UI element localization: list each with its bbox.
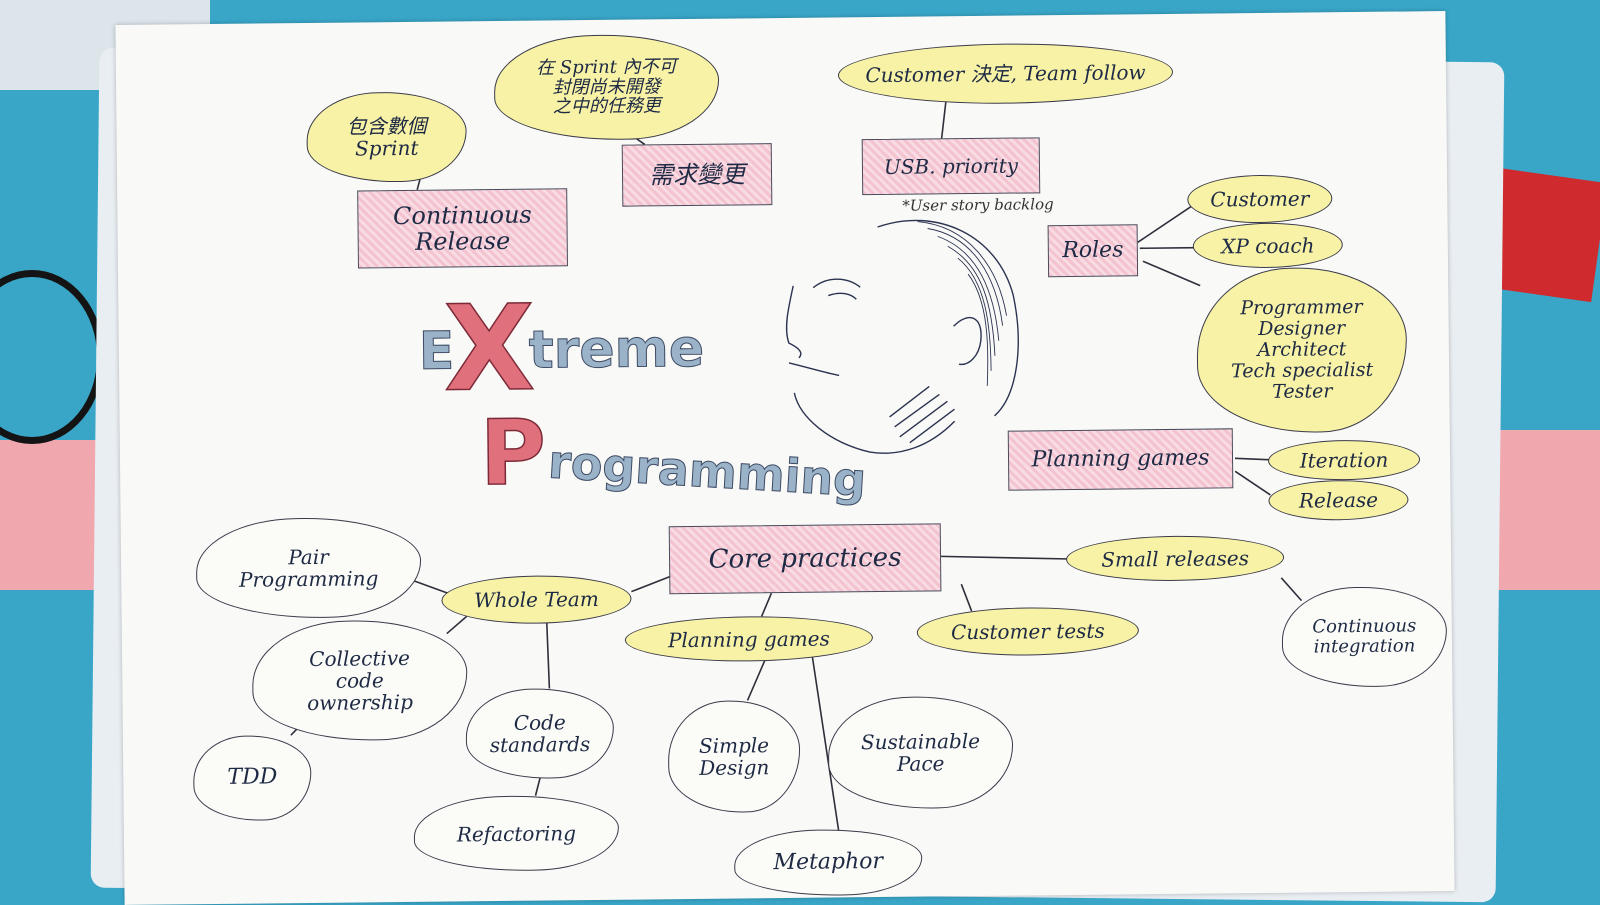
sprint-cloud: 包含數個 Sprint: [306, 91, 468, 183]
user-story-note: *User story backlog: [902, 195, 1054, 215]
connector-lines: [290, 98, 1303, 833]
collective-code-ownership-cloud: Collective code ownership: [251, 619, 468, 742]
title-big-x: X: [442, 278, 536, 418]
sustainable-pace-cloud: Sustainable Pace: [827, 695, 1014, 810]
mind-map-paper: E X treme P rogramming Continuous Releas…: [115, 11, 1455, 905]
planning-games-box: Planning games: [1007, 428, 1234, 491]
roles-box: Roles: [1047, 224, 1139, 278]
title-big-p: P: [479, 400, 548, 507]
refactoring-cloud: Refactoring: [413, 794, 620, 872]
usb-priority-box: USB. priority: [861, 137, 1041, 196]
black-cable: [0, 270, 104, 444]
title-word-extreme: treme: [528, 318, 705, 381]
metaphor-cloud: Metaphor: [733, 828, 923, 897]
continuous-release-box: Continuous Release: [357, 188, 568, 269]
requirement-change-box: 需求變更: [621, 143, 773, 207]
core-practices-box: Core practices: [668, 523, 942, 595]
code-standards-cloud: Code standards: [465, 687, 615, 780]
pair-programming-cloud: Pair Programming: [195, 516, 422, 620]
role-list-cloud: Programmer Designer Architect Tech speci…: [1196, 266, 1408, 434]
sprint-change-cloud: 在 Sprint 內不可 封閉尚未開發 之中的任務更: [493, 33, 720, 142]
face-sketch: [785, 219, 1019, 454]
continuous-integration-cloud: Continuous integration: [1281, 586, 1448, 688]
tdd-cloud: TDD: [192, 734, 312, 822]
simple-design-cloud: Simple Design: [667, 699, 801, 814]
